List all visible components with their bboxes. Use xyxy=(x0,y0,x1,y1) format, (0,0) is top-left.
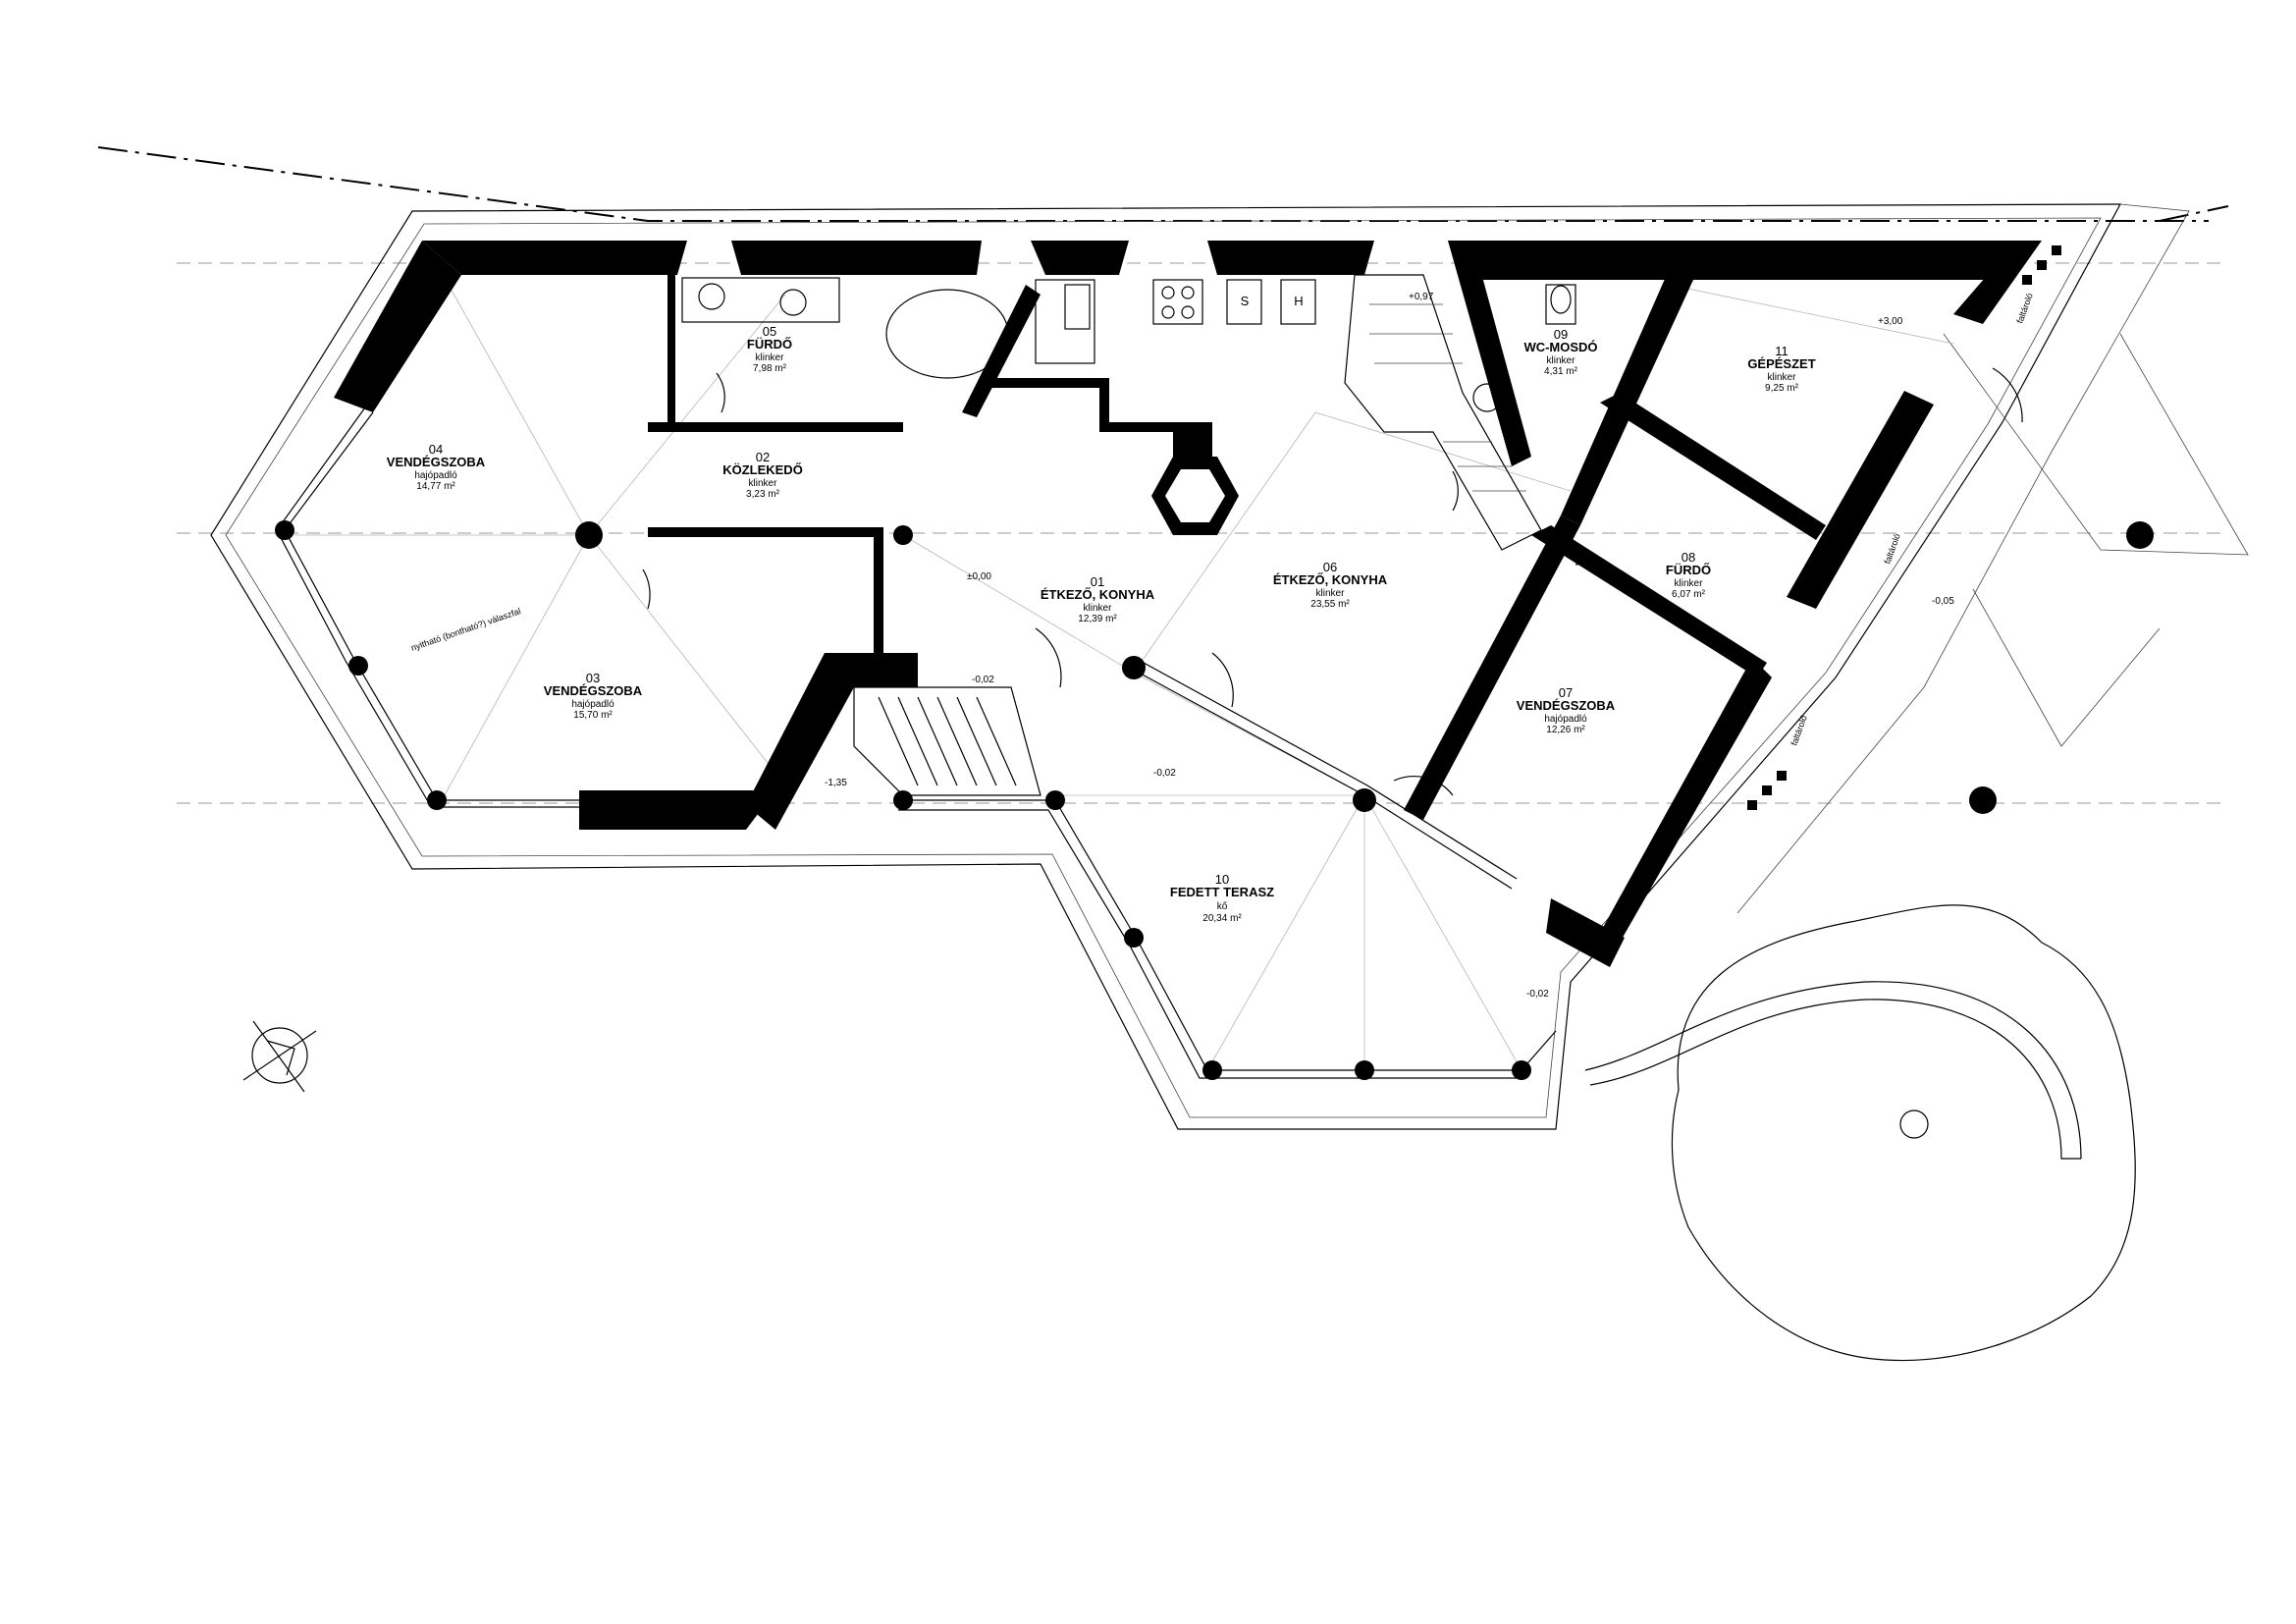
room-label-02: 02 KÖZLEKEDŐ klinker 3,23 m² xyxy=(722,450,803,500)
svg-text:kő: kő xyxy=(1217,901,1228,912)
room-label-10: 10 FEDETT TERASZ kő 20,34 m² xyxy=(1170,872,1274,924)
svg-text:9,25 m²: 9,25 m² xyxy=(1765,383,1799,394)
fixture-h-box xyxy=(1280,279,1316,325)
svg-text:6,07 m²: 6,07 m² xyxy=(1672,589,1706,600)
fixture-s-label: S xyxy=(1241,294,1250,308)
svg-text:VENDÉGSZOBA: VENDÉGSZOBA xyxy=(387,455,486,469)
room-label-06: 06 ÉTKEZŐ, KONYHA klinker 23,55 m² xyxy=(1273,560,1388,610)
sink xyxy=(1472,383,1502,412)
svg-text:15,70 m²: 15,70 m² xyxy=(573,710,613,721)
svg-text:ÉTKEZŐ, KONYHA: ÉTKEZŐ, KONYHA xyxy=(1041,587,1155,602)
svg-text:klinker: klinker xyxy=(1316,588,1346,599)
svg-text:7,98 m²: 7,98 m² xyxy=(753,363,787,374)
fixture-s-box xyxy=(1226,279,1262,325)
svg-text:klinker: klinker xyxy=(1768,372,1797,383)
svg-text:klinker: klinker xyxy=(1675,578,1704,589)
svg-text:20,34 m²: 20,34 m² xyxy=(1202,913,1242,924)
walls xyxy=(334,241,2061,967)
svg-text:02: 02 xyxy=(756,450,770,464)
level-097: +0,97 xyxy=(1409,292,1434,302)
svg-text:4,31 m²: 4,31 m² xyxy=(1544,366,1578,377)
svg-text:07: 07 xyxy=(1559,685,1573,700)
svg-text:VENDÉGSZOBA: VENDÉGSZOBA xyxy=(1517,698,1616,713)
svg-text:05: 05 xyxy=(763,324,776,339)
room-label-03: 03 VENDÉGSZOBA hajópadló 15,70 m² xyxy=(544,671,643,721)
svg-text:WC-MOSDÓ: WC-MOSDÓ xyxy=(1523,340,1597,354)
room-label-09: 09 WC-MOSDÓ klinker 4,31 m² xyxy=(1523,327,1597,377)
roof-structure-lines xyxy=(294,254,1954,1071)
svg-text:12,26 m²: 12,26 m² xyxy=(1546,725,1585,735)
property-boundary-right xyxy=(2159,205,2229,222)
svg-text:FÜRDŐ: FÜRDŐ xyxy=(1666,563,1711,577)
wall-storage-label-1: faltároló xyxy=(2014,292,2034,325)
svg-text:06: 06 xyxy=(1323,560,1337,574)
svg-text:10: 10 xyxy=(1215,872,1229,887)
room-label-11: 11 GÉPÉSZET klinker 9,25 m² xyxy=(1747,344,1815,394)
doors xyxy=(642,367,2023,796)
svg-text:hajópadló: hajópadló xyxy=(414,470,457,481)
level-m135: -1,35 xyxy=(825,778,847,788)
room-label-07: 07 VENDÉGSZOBA hajópadló 12,26 m² xyxy=(1517,685,1616,735)
north-arrow-icon xyxy=(242,1020,317,1093)
kitchen-fixtures: S H xyxy=(1035,279,1316,364)
columns xyxy=(275,520,2154,1080)
level-300: +3,00 xyxy=(1878,316,1903,327)
svg-text:klinker: klinker xyxy=(1547,355,1576,366)
fixture-h-label: H xyxy=(1294,294,1303,308)
level-m005: -0,05 xyxy=(1932,596,1954,607)
room-label-01: 01 ÉTKEZŐ, KONYHA klinker 12,39 m² xyxy=(1041,574,1155,624)
garden-center xyxy=(1899,1110,1929,1139)
level-m002-a: -0,02 xyxy=(972,675,994,685)
svg-text:FEDETT TERASZ: FEDETT TERASZ xyxy=(1170,885,1274,899)
svg-text:12,39 m²: 12,39 m² xyxy=(1078,614,1117,624)
svg-text:hajópadló: hajópadló xyxy=(1544,714,1587,725)
svg-text:23,55 m²: 23,55 m² xyxy=(1310,599,1350,610)
interior-stair xyxy=(1344,274,1542,551)
room-label-08: 08 FÜRDŐ klinker 6,07 m² xyxy=(1666,550,1711,600)
svg-text:01: 01 xyxy=(1091,574,1104,589)
svg-text:3,23 m²: 3,23 m² xyxy=(746,489,780,500)
partition-note: nyitható (bontható?) válaszfal xyxy=(409,606,521,653)
room-label-04: 04 VENDÉGSZOBA hajópadló 14,77 m² xyxy=(387,442,486,492)
wall-storage-label-3: faltároló xyxy=(1789,714,1808,747)
level-m002-c: -0,02 xyxy=(1526,989,1549,1000)
level-000: ±0,00 xyxy=(967,571,991,582)
svg-text:03: 03 xyxy=(586,671,600,685)
garden xyxy=(1584,904,2136,1362)
svg-text:KÖZLEKEDŐ: KÖZLEKEDŐ xyxy=(722,462,803,477)
svg-text:08: 08 xyxy=(1682,550,1695,565)
bathroom-fixtures xyxy=(681,277,1929,1139)
room-label-05: 05 FÜRDŐ klinker 7,98 m² xyxy=(747,324,792,374)
svg-text:11: 11 xyxy=(1775,344,1789,358)
svg-text:14,77 m²: 14,77 m² xyxy=(416,481,455,492)
svg-text:klinker: klinker xyxy=(756,352,785,363)
svg-text:VENDÉGSZOBA: VENDÉGSZOBA xyxy=(544,683,643,698)
glazed-facade-left xyxy=(276,406,579,808)
entrance-stair xyxy=(853,686,1041,796)
svg-text:hajópadló: hajópadló xyxy=(571,699,614,710)
level-m002-b: -0,02 xyxy=(1153,768,1176,779)
level-markers: ±0,00 +0,97 +3,00 -0,02 -0,02 -0,02 -1,3… xyxy=(825,292,1954,1000)
svg-text:ÉTKEZŐ, KONYHA: ÉTKEZŐ, KONYHA xyxy=(1273,572,1388,587)
svg-text:klinker: klinker xyxy=(749,478,778,489)
svg-text:09: 09 xyxy=(1554,327,1568,342)
svg-text:FÜRDŐ: FÜRDŐ xyxy=(747,337,792,352)
svg-text:04: 04 xyxy=(429,442,443,457)
wc-bowl xyxy=(1550,285,1572,314)
svg-text:GÉPÉSZET: GÉPÉSZET xyxy=(1747,356,1815,371)
svg-text:klinker: klinker xyxy=(1084,603,1113,614)
property-boundary xyxy=(97,146,2209,222)
plot-outline xyxy=(210,203,2249,1130)
bathtub xyxy=(885,289,1009,379)
